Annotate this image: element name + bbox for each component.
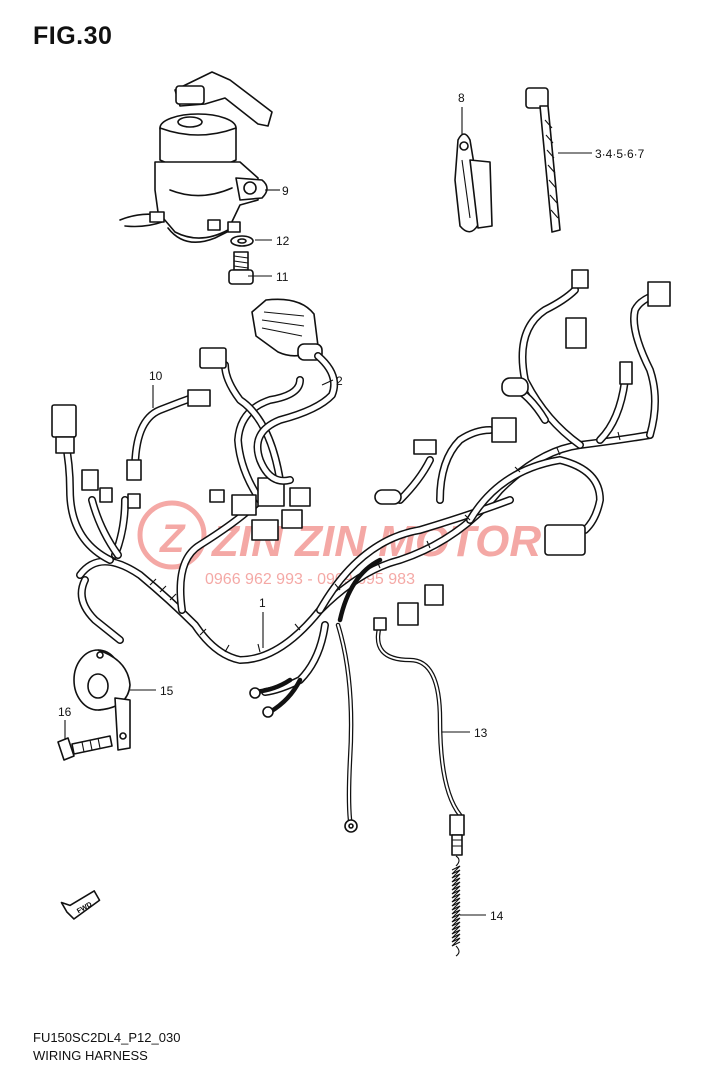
harness-connectors (51, 269, 671, 626)
figure-caption: WIRING HARNESS (33, 1048, 148, 1063)
callout-10: 9 (282, 184, 289, 198)
bolt-11 (228, 251, 254, 285)
callout-1: 1 (259, 596, 266, 610)
callout-14: 14 (490, 909, 504, 923)
callout-13: 13 (474, 726, 488, 740)
spring (451, 855, 461, 957)
horn (73, 649, 131, 751)
main-harness (61, 286, 659, 696)
connector-left-top (51, 404, 77, 438)
fwd-arrow-icon: FWD (60, 890, 101, 920)
callout-leaders (64, 107, 592, 916)
callout-12: 12 (276, 234, 290, 248)
sensor-lead (373, 617, 465, 856)
figure-title: FIG.30 (33, 22, 113, 50)
callout-8: 8 (458, 91, 465, 105)
callout-labels: 9 12 11 2 8 3·4·5·6·7 10 1 13 14 15 16 (58, 91, 645, 923)
bolt-16 (57, 735, 113, 761)
connector-right-large (544, 524, 586, 556)
ignition-body (154, 161, 259, 239)
watermark-logo-glyph: Z (159, 517, 186, 561)
watermark-logo-ring (137, 500, 207, 570)
key-head (175, 85, 205, 105)
callout-9: 10 (149, 369, 163, 383)
harness-clamp (454, 133, 493, 233)
callout-11: 11 (276, 270, 289, 284)
figure-code: FU150SC2DL4_P12_030 (33, 1030, 181, 1045)
callout-16: 16 (58, 705, 72, 719)
callout-15: 15 (160, 684, 174, 698)
ignition-switch (119, 71, 273, 244)
cable-tie (525, 87, 561, 233)
callout-2: 2 (336, 374, 343, 388)
ground-leads (249, 557, 383, 833)
callout-3-4-5-6-7: 3·4·5·6·7 (595, 147, 645, 161)
sub-harness (251, 298, 339, 485)
watermark-phone: 0966 962 993 - 0909 695 983 (205, 571, 415, 588)
